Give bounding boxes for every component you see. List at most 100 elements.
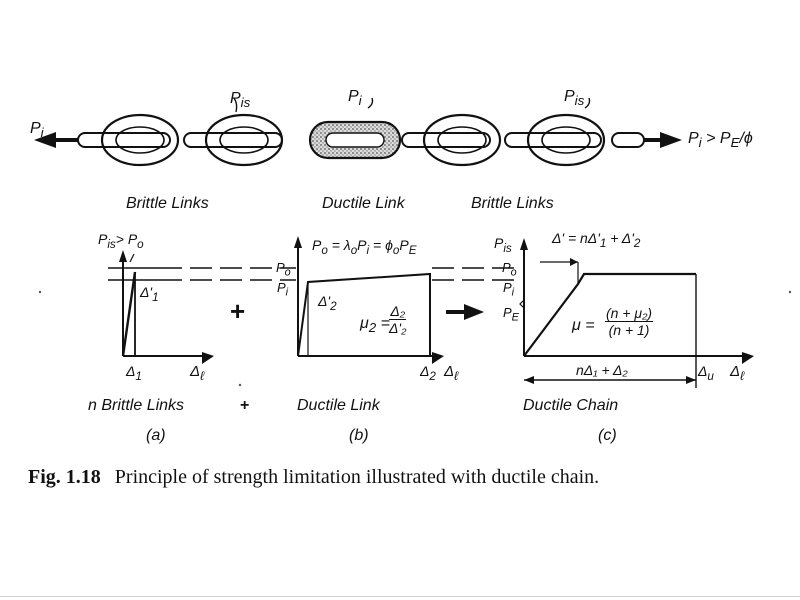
panel-b-eq-sub5: E xyxy=(408,243,417,257)
panel-b-x-delta-symbol: Δ xyxy=(420,363,430,379)
panel-b-x-axis-label: Δℓ xyxy=(444,364,458,383)
panel-b-plot xyxy=(294,236,444,364)
panel-b-x-axis-symbol: Δ xyxy=(444,363,455,380)
panel-b-x-delta: Δ2 xyxy=(420,364,436,382)
panel-a-top-symbol: P xyxy=(98,231,108,247)
panel-a-x-axis-label: Δℓ xyxy=(190,364,204,383)
stray-mark xyxy=(238,383,242,387)
panel-b-p-i-sub: i xyxy=(285,286,289,299)
panel-a-letter: (a) xyxy=(146,427,166,444)
panel-b-eq-rest1: = λ xyxy=(327,237,351,253)
panel-a-x-delta: Δ1 xyxy=(126,364,142,382)
panel-b-eq-rest4: P xyxy=(399,237,409,253)
brittle-link-1 xyxy=(100,113,180,167)
panel-b-equation: Po = λoPi = ϕoPE xyxy=(312,238,416,256)
panel-c-p-i-symbol: P xyxy=(503,280,512,295)
ductile-link xyxy=(308,120,402,160)
plus-sign: + xyxy=(230,296,246,326)
right-force-rest-sub: E xyxy=(730,135,740,151)
panel-c-p-o-sub: o xyxy=(510,266,517,279)
panel-a-delta-prime-sub: 1 xyxy=(152,290,159,304)
panel-a-x-axis-sub: ℓ xyxy=(200,369,205,383)
panel-c-mu-denominator: (n + 1) xyxy=(608,322,650,338)
panel-b-title: Ductile Link xyxy=(297,397,380,414)
panel-a-x-delta-sub: 1 xyxy=(135,369,142,383)
brittle-link-3 xyxy=(422,113,502,167)
panel-b-eq-rest3: = ϕ xyxy=(369,237,393,253)
panel-b-x-axis-sub: ℓ xyxy=(454,369,459,383)
panel-a-delta-prime: Δ'1 xyxy=(140,285,159,303)
panel-c-mu-fraction: (n + μ₂) (n + 1) xyxy=(605,305,654,338)
arrow-b-to-c xyxy=(446,304,484,320)
panel-b-eq-sub3: i xyxy=(366,243,370,257)
bottom-divider xyxy=(0,596,800,597)
panel-a-top-sub: is xyxy=(107,237,116,251)
pis-left-leader xyxy=(233,97,238,113)
panel-c-x-delta-u-symbol: Δ xyxy=(698,363,708,379)
panel-b-mu-symbol: μ xyxy=(360,315,369,332)
panel-b-eq-sub1: o xyxy=(321,243,328,257)
panel-c-x-delta-u-sub: u xyxy=(707,369,714,383)
panel-c-delta-eq-rest: + Δ' xyxy=(606,230,634,246)
panel-b-p-o: Po xyxy=(276,261,291,278)
panel-b-mu-denominator: Δ'₂ xyxy=(389,320,407,336)
pis-left-label: Pis xyxy=(230,91,250,110)
stray-mark xyxy=(788,290,792,294)
panel-b-eq-rest2: P xyxy=(357,237,367,253)
pis-right-leader xyxy=(584,97,591,109)
panel-b-p-i-symbol: P xyxy=(277,280,286,295)
pis-right-label: Pis xyxy=(564,89,584,108)
panel-c-p-e-sub: E xyxy=(511,311,519,324)
panel-b-x-delta-sub: 2 xyxy=(429,369,436,383)
panel-c-dimension-label: nΔ₁ + Δ₂ xyxy=(576,362,628,378)
chain-bars xyxy=(77,132,645,148)
pi-mid-label: Pi xyxy=(348,89,362,108)
panel-b-mu-fraction: Δ₂ Δ'₂ xyxy=(389,303,407,336)
left-force-sub: i xyxy=(40,125,44,141)
right-force-label: Pi > PE/ϕ xyxy=(688,131,753,150)
panel-c-p-is: Pis xyxy=(494,236,512,254)
panel-a-plot xyxy=(108,250,214,364)
panel-c-p-i: Pi xyxy=(503,281,514,298)
right-force-sub: i xyxy=(698,135,702,151)
right-force-tail: /ϕ xyxy=(739,130,753,147)
panel-c-p-i-sub: i xyxy=(511,286,515,299)
panel-c-x-axis-sub: ℓ xyxy=(740,369,745,383)
panel-c-p-o: Po xyxy=(502,261,517,278)
panel-b-eq-p: P xyxy=(312,237,322,253)
panel-b-delta-prime-sub: 2 xyxy=(330,299,337,313)
panel-c-x-axis-label: Δℓ xyxy=(730,364,744,383)
brittle-link-4 xyxy=(526,113,606,167)
right-force-arrow xyxy=(644,132,682,148)
panel-c-p-is-symbol: P xyxy=(494,235,504,251)
figure-caption-text: Principle of strength limitation illustr… xyxy=(114,466,600,488)
panel-c-letter: (c) xyxy=(598,427,617,444)
panel-a-top-gt: > P xyxy=(115,231,138,247)
ductile-link-label: Ductile Link xyxy=(322,195,405,212)
panel-c-p-is-sub: is xyxy=(503,241,512,255)
panel-b-mu: μ2 = xyxy=(360,316,390,335)
pis-left-sub: is xyxy=(240,95,251,111)
panel-a-x-delta-symbol: Δ xyxy=(126,363,136,379)
panel-b-letter: (b) xyxy=(349,427,369,444)
pis-right-sub: is xyxy=(574,93,585,109)
panel-c-delta-eq-main: Δ' = nΔ' xyxy=(552,230,600,246)
panel-c-x-axis-symbol: Δ xyxy=(730,363,741,380)
panel-a-title: n Brittle Links xyxy=(88,397,185,414)
panel-b-p-o-symbol: P xyxy=(276,260,285,275)
pi-mid-sub: i xyxy=(358,93,362,109)
right-force-symbol: P xyxy=(688,130,699,147)
brittle-links-right-label: Brittle Links xyxy=(471,195,554,212)
panel-b-p-i: Pi xyxy=(277,281,288,298)
brittle-links-left-label: Brittle Links xyxy=(126,195,209,212)
panel-c-plot xyxy=(519,238,754,388)
panel-c-p-e: PE xyxy=(503,306,519,323)
panel-c-delta-equation: Δ' = nΔ'1 + Δ'2 xyxy=(552,231,640,249)
panel-b-eq-sub2: o xyxy=(350,243,358,257)
panel-b-mu-sub: 2 xyxy=(368,320,377,336)
panel-c-x-delta-u: Δu xyxy=(698,364,714,382)
panel-c-p-e-symbol: P xyxy=(503,305,512,320)
left-force-arrow xyxy=(34,132,78,148)
